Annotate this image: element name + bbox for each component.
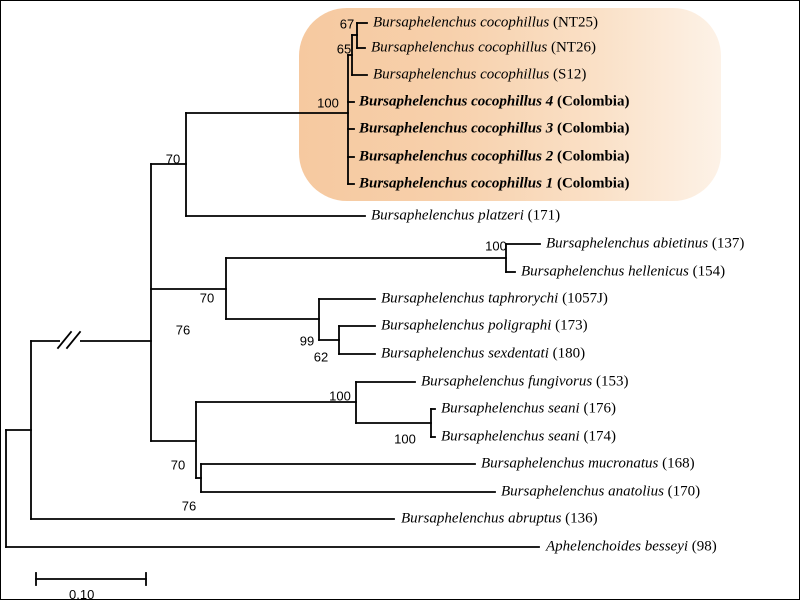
accession: (136) bbox=[561, 510, 598, 527]
species-name: Bursaphelenchus sexdentati bbox=[381, 345, 549, 362]
species-name: Aphelenchoides besseyi bbox=[546, 538, 689, 555]
taxon-label: Bursaphelenchus cocophillus (NT25) bbox=[373, 15, 598, 32]
bootstrap-value: 70 bbox=[199, 290, 215, 306]
accession: (180) bbox=[548, 345, 586, 362]
species-name: Bursaphelenchus seani bbox=[441, 428, 580, 445]
species-name: Bursaphelenchus cocophillus bbox=[373, 14, 550, 31]
bootstrap-value: 70 bbox=[170, 457, 186, 473]
taxon-label: Bursaphelenchus platzeri (171) bbox=[371, 208, 560, 225]
species-name: Bursaphelenchus seani bbox=[441, 400, 580, 417]
species-name: Bursaphelenchus cocophillus 1 bbox=[359, 175, 554, 192]
taxon-label: Bursaphelenchus anatolius (170) bbox=[501, 484, 700, 501]
species-name: Bursaphelenchus cocophillus 3 bbox=[359, 120, 554, 137]
taxon-label: Bursaphelenchus taphrorychi (1057J) bbox=[381, 291, 608, 308]
taxon-label: Aphelenchoides besseyi (98) bbox=[546, 539, 717, 556]
taxon-label: Bursaphelenchus cocophillus (S12) bbox=[373, 67, 586, 84]
taxon-label: Bursaphelenchus cocophillus 3 (Colombia) bbox=[359, 121, 629, 138]
species-name: Bursaphelenchus fungivorus bbox=[421, 373, 593, 390]
accession: (Colombia) bbox=[553, 175, 630, 192]
taxon-label: Bursaphelenchus sexdentati (180) bbox=[381, 346, 585, 363]
bootstrap-value: 62 bbox=[313, 349, 329, 365]
taxon-label: Bursaphelenchus hellenicus (154) bbox=[521, 264, 725, 281]
bootstrap-value: 99 bbox=[299, 333, 315, 349]
bootstrap-value: 100 bbox=[329, 388, 351, 404]
accession: (NT25) bbox=[549, 14, 598, 31]
bootstrap-value: 76 bbox=[175, 322, 191, 338]
accession: (Colombia) bbox=[553, 120, 630, 137]
taxon-label: Bursaphelenchus seani (174) bbox=[441, 429, 616, 446]
species-name: Bursaphelenchus anatolius bbox=[501, 483, 664, 500]
species-name: Bursaphelenchus cocophillus bbox=[371, 39, 548, 56]
taxon-label: Bursaphelenchus cocophillus (NT26) bbox=[371, 40, 596, 57]
branch-break-mark bbox=[56, 330, 82, 350]
species-name: Bursaphelenchus abruptus bbox=[401, 510, 562, 527]
accession: (170) bbox=[663, 483, 701, 500]
bootstrap-value: 65 bbox=[336, 41, 352, 57]
accession: (176) bbox=[579, 400, 616, 417]
taxon-label: Bursaphelenchus cocophillus 2 (Colombia) bbox=[359, 149, 629, 166]
accession: (153) bbox=[592, 373, 629, 390]
accession: (171) bbox=[523, 207, 561, 224]
species-name: Bursaphelenchus cocophillus 2 bbox=[359, 148, 554, 165]
accession: (Colombia) bbox=[553, 93, 630, 110]
bootstrap-value: 100 bbox=[394, 431, 416, 447]
accession: (137) bbox=[708, 235, 745, 252]
tree-branches bbox=[5, 22, 541, 548]
bootstrap-value: 70 bbox=[165, 151, 181, 167]
accession: (173) bbox=[551, 317, 588, 334]
accession: (98) bbox=[688, 538, 717, 555]
species-name: Bursaphelenchus poligraphi bbox=[381, 317, 552, 334]
taxon-label: Bursaphelenchus abruptus (136) bbox=[401, 511, 598, 528]
taxon-label: Bursaphelenchus poligraphi (173) bbox=[381, 318, 588, 335]
accession: (Colombia) bbox=[553, 148, 630, 165]
species-name: Bursaphelenchus taphrorychi bbox=[381, 290, 559, 307]
species-name: Bursaphelenchus hellenicus bbox=[521, 263, 689, 280]
scale-bar-label: 0.10 bbox=[69, 587, 95, 600]
species-name: Bursaphelenchus cocophillus bbox=[373, 66, 550, 83]
taxon-label: Bursaphelenchus fungivorus (153) bbox=[421, 374, 628, 391]
accession: (168) bbox=[658, 455, 695, 472]
bootstrap-value: 100 bbox=[317, 95, 339, 111]
taxon-label: Bursaphelenchus abietinus (137) bbox=[546, 236, 744, 253]
bootstrap-value: 100 bbox=[485, 238, 507, 254]
accession: (174) bbox=[579, 428, 616, 445]
cocophillus-clade-highlight bbox=[299, 8, 721, 201]
taxon-label: Bursaphelenchus seani (176) bbox=[441, 401, 616, 418]
accession: (NT26) bbox=[547, 39, 596, 56]
species-name: Bursaphelenchus abietinus bbox=[546, 235, 709, 252]
bootstrap-value: 67 bbox=[339, 16, 355, 32]
accession: (154) bbox=[688, 263, 726, 280]
scale-bar bbox=[35, 572, 147, 586]
taxon-label: Bursaphelenchus mucronatus (168) bbox=[481, 456, 695, 473]
species-name: Bursaphelenchus cocophillus 4 bbox=[359, 93, 554, 110]
accession: (S12) bbox=[549, 66, 587, 83]
bootstrap-value: 76 bbox=[181, 498, 197, 514]
species-name: Bursaphelenchus platzeri bbox=[371, 207, 524, 224]
taxon-label: Bursaphelenchus cocophillus 4 (Colombia) bbox=[359, 94, 629, 111]
species-name: Bursaphelenchus mucronatus bbox=[481, 455, 659, 472]
taxon-label: Bursaphelenchus cocophillus 1 (Colombia) bbox=[359, 176, 629, 193]
accession: (1057J) bbox=[558, 290, 608, 307]
